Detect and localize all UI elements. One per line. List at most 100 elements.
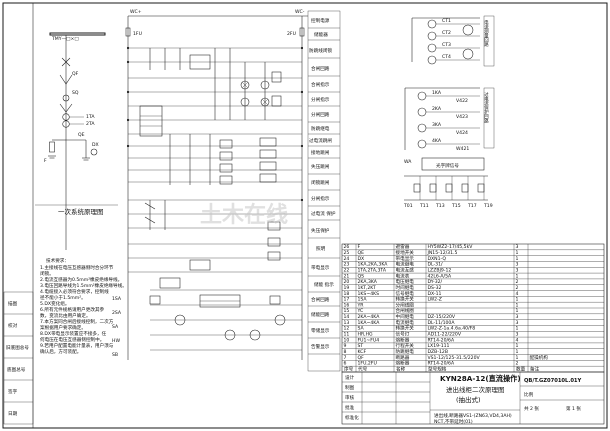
table-cell: 9 <box>344 343 347 349</box>
table-cell: 电流继电 <box>396 319 415 326</box>
va-code-3: W421 <box>456 146 469 152</box>
fn-label-5: 分闸指示 <box>311 96 330 103</box>
sheet-number: 第 1 张 <box>566 405 581 412</box>
sq-label: SQ <box>72 90 79 96</box>
wc-minus-label: WC- <box>295 9 305 15</box>
drawing-code: QB/T.GZ07010L.01Y <box>524 378 582 384</box>
f-label: F <box>44 158 47 164</box>
table-cell: F <box>358 244 361 250</box>
table-cell: 带电显示 <box>396 255 415 262</box>
fn-label-4: 合闸指示 <box>311 81 330 88</box>
table-cell: SA <box>358 326 365 332</box>
table-cell: YC <box>357 308 364 314</box>
fn-label-11: 闭锁跳闸 <box>311 179 330 186</box>
fn-label-3: 合闸回路 <box>311 65 330 72</box>
fu2-label: 2FU <box>287 31 296 37</box>
note-5: 4.电缆接入必须符合要求，控制线 <box>40 288 109 295</box>
table-cell: 14 <box>344 314 350 320</box>
note-13: 何电压在电压互感器侧控制中。 <box>40 336 104 343</box>
table-cell: 42L6-A/5A <box>428 273 452 279</box>
table-cell: 熔断器 <box>396 360 410 367</box>
table-cell: 12 <box>344 326 350 332</box>
table-cell: 配操机构 <box>530 354 549 361</box>
measure-tag-2: CT3 <box>442 42 451 48</box>
left-label-4: 签字 <box>8 388 18 395</box>
tb-label-4: 标准化 <box>345 414 359 421</box>
tb-label-2: 审核 <box>345 394 355 401</box>
table-cell: HR,HG <box>358 331 374 337</box>
table-cell: 3 <box>516 267 519 273</box>
tb-label-1: 制图 <box>345 384 355 391</box>
table-cell: 16 <box>344 302 350 308</box>
dx-label: DX <box>92 142 99 148</box>
tb-label-3: 批准 <box>345 404 355 411</box>
left-label-5: 日期 <box>8 411 18 417</box>
table-cell: 信号继电 <box>396 290 415 297</box>
code-2sa: 2SA <box>112 310 122 316</box>
fn-label-19: 储能回路 <box>311 311 330 318</box>
qe-label: QE <box>78 132 85 138</box>
function-label-column: 控制电源 储能器 防跳线闭锁 合闸回路 合闸指示 分闸指示 分闸回路 防跳继电 … <box>307 10 341 372</box>
table-cell: 熔断器 <box>396 336 410 343</box>
left-revision-column: 描图 校对 旧底图总号 底图总号 签字 日期 <box>3 291 34 425</box>
table-cell: 2 <box>516 361 519 367</box>
measure-tag-3: CT4 <box>442 54 451 60</box>
fn-label-17: 储能 指示 <box>314 281 334 288</box>
table-cell: 20 <box>344 279 350 285</box>
busbar <box>49 32 106 36</box>
table-header-cell: 型号规格 <box>428 365 447 372</box>
bus-label-1: T11 <box>419 203 429 209</box>
table-cell: DZB-12B <box>428 349 449 355</box>
signal-box <box>421 157 485 171</box>
table-cell: 1 <box>516 302 519 308</box>
table-cell: 4 <box>516 337 519 343</box>
table-cell: 13 <box>344 320 350 326</box>
table-header-cell: 代号 <box>358 365 368 372</box>
table-cell: RT14-20/6A <box>428 361 455 367</box>
table-cell: 1 <box>516 256 519 262</box>
fn-label-7: 防跳继电 <box>311 125 330 132</box>
table-cell: LZZBJ9-12 <box>428 267 452 273</box>
ta1-label: 1TA <box>86 114 95 120</box>
table-cell: 1SA <box>358 297 368 303</box>
note-7: 5.DX变化组。 <box>40 300 69 307</box>
table-cell: 10 <box>344 337 350 343</box>
fn-label-14: 失压保护 <box>311 227 330 234</box>
table-cell: 2 <box>516 285 519 291</box>
control-circuit: WC+ WC- 1FU 2FU <box>112 9 308 360</box>
note-11: 案根据用户要求确定。 <box>40 324 86 331</box>
qf-label: QF <box>72 71 79 77</box>
table-cell: 2KA~4KA <box>358 314 381 320</box>
table-header-cell: 序号 <box>344 365 354 372</box>
fn-label-16: 带电显示 <box>311 264 330 271</box>
table-cell: 8 <box>344 349 347 355</box>
table-cell: 2KA,3KA <box>358 279 378 285</box>
drawing-title: KYN28A-12(直流操作) <box>440 374 521 383</box>
fn-label-21: 告警显示 <box>311 343 330 350</box>
table-cell: 1KA,2KA,3KA <box>358 262 389 268</box>
measure-tag-1: CT2 <box>442 30 451 36</box>
left-label-3: 底图总号 <box>7 366 26 373</box>
code-sa: SA <box>112 324 119 330</box>
sheet-total: 共 2 张 <box>524 405 539 412</box>
table-cell: 19 <box>344 285 350 291</box>
table-cell: 17 <box>344 297 350 303</box>
fn-label-15: 照明 <box>316 246 326 252</box>
note-10: 7.本方案同合闸后接线控制，二次方 <box>40 318 114 325</box>
left-label-1: 校对 <box>8 322 18 329</box>
technical-notes: 技术要求： 1.主接线在电压互感器侧时合分环节 闭锁。 2.电流互感器为0.5m… <box>40 257 127 355</box>
table-cell: 18 <box>344 291 350 297</box>
va-code-0: V422 <box>456 98 468 104</box>
table-cell: 1 <box>516 349 519 355</box>
drawing-subtitle2: (抽出式) <box>456 395 481 404</box>
table-cell: 1 <box>516 297 519 303</box>
note-2: 闭锁。 <box>40 270 54 277</box>
table-cell: 电压继电 <box>396 278 415 285</box>
table-cell: 24 <box>344 256 350 262</box>
code-hw: HW <box>112 338 120 344</box>
table-header-cell: 备注 <box>530 365 540 372</box>
footer-note2: NCT,不带延时(01) <box>434 418 473 425</box>
left-label-2: 旧底图总号 <box>6 344 29 351</box>
note-0: 技术要求： <box>46 257 69 264</box>
